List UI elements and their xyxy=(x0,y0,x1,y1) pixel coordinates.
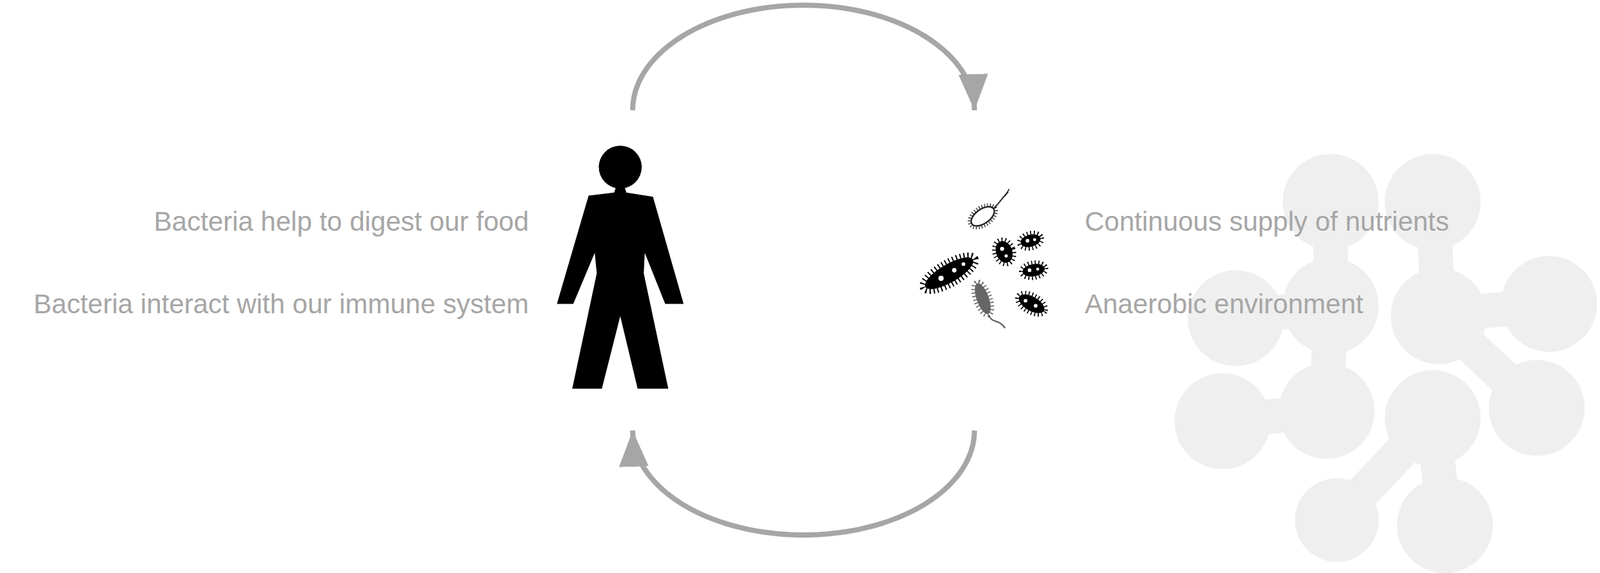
cycle-arrow xyxy=(632,5,975,111)
relation-text: Bacteria interact with our immune system xyxy=(33,288,529,320)
person-figure xyxy=(555,145,684,389)
bacteria-cluster xyxy=(918,188,1057,334)
relation-text: Anaerobic environment xyxy=(1084,288,1364,320)
relation-text: Continuous supply of nutrients xyxy=(1084,206,1450,238)
icon-group: Continuous supply of nutrientsAnaerobic … xyxy=(918,188,1057,334)
icon-group: Bacteria help to digest our foodBacteria… xyxy=(555,145,684,389)
cycle-arrow xyxy=(632,430,975,536)
relation-text: Bacteria help to digest our food xyxy=(154,206,529,238)
